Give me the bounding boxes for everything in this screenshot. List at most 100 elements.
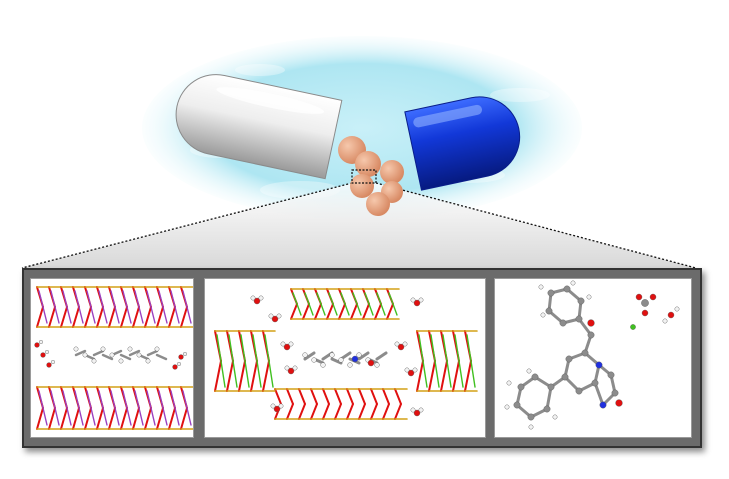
atom — [607, 371, 615, 379]
bond — [101, 353, 114, 361]
bond — [298, 403, 306, 420]
bond — [38, 290, 48, 324]
atom — [641, 309, 649, 317]
bond — [370, 388, 378, 405]
bond — [593, 381, 605, 407]
bond — [298, 388, 306, 405]
bond — [86, 290, 96, 324]
bond — [146, 290, 156, 324]
bond — [156, 407, 164, 430]
bond — [290, 303, 298, 320]
bond — [110, 390, 120, 426]
bond — [252, 334, 262, 388]
bond — [416, 360, 424, 392]
atom — [561, 373, 569, 381]
atom — [575, 315, 583, 323]
atom — [547, 383, 555, 391]
bond — [36, 306, 44, 328]
bond — [274, 388, 282, 405]
atom — [591, 379, 599, 387]
bond — [226, 360, 234, 392]
guest-drug-molecule — [302, 351, 388, 368]
bond — [310, 388, 318, 405]
bond — [168, 306, 176, 328]
molecule-bonds — [515, 287, 617, 419]
bond — [158, 390, 168, 426]
bond — [144, 306, 152, 328]
capsule-blue-half — [404, 96, 521, 191]
atom — [587, 319, 595, 327]
bond — [38, 390, 48, 426]
bond — [418, 334, 428, 388]
bond — [108, 306, 116, 328]
bond — [303, 351, 316, 361]
bond — [334, 403, 342, 420]
atom — [615, 399, 623, 407]
bond — [316, 292, 326, 316]
water-molecules — [250, 295, 424, 417]
atom — [270, 403, 276, 409]
atom — [100, 346, 106, 352]
framework-pore-structure — [214, 288, 478, 420]
atom — [418, 297, 424, 303]
bond — [346, 388, 354, 405]
atom — [280, 341, 286, 347]
capsule-white-half — [175, 74, 343, 180]
atom — [292, 365, 298, 371]
atom — [320, 362, 326, 368]
bond — [374, 303, 382, 320]
atom — [559, 319, 567, 327]
bond — [128, 349, 141, 357]
bond — [382, 388, 390, 405]
bond — [146, 349, 159, 357]
bond — [330, 357, 343, 365]
atom — [547, 289, 555, 297]
atom — [410, 407, 416, 413]
atom — [565, 355, 573, 363]
atom — [73, 346, 79, 352]
atom — [178, 354, 184, 360]
atom — [674, 306, 680, 312]
atom — [649, 293, 657, 301]
atom — [397, 343, 405, 351]
atom — [51, 359, 56, 364]
atom — [543, 405, 551, 413]
atom — [418, 407, 424, 413]
bond — [134, 290, 144, 324]
atom — [287, 367, 295, 375]
bond — [122, 390, 132, 426]
atom — [587, 331, 595, 339]
panel-framework-pores — [204, 278, 486, 438]
bond — [340, 292, 350, 316]
bond — [180, 306, 188, 328]
bond — [322, 388, 330, 405]
bond — [386, 303, 394, 320]
atom — [136, 352, 142, 358]
bond — [286, 388, 294, 405]
atom — [586, 294, 592, 300]
bond — [98, 290, 108, 324]
bond — [72, 306, 80, 328]
bond — [350, 303, 358, 320]
atom — [118, 358, 124, 364]
drug-particles — [338, 136, 404, 216]
bond — [264, 334, 274, 388]
bond — [92, 349, 105, 357]
bond — [358, 388, 366, 405]
bond — [96, 407, 104, 430]
atom — [38, 340, 43, 345]
atom — [253, 297, 261, 305]
atom — [526, 368, 532, 374]
atom — [329, 352, 335, 358]
atom — [276, 313, 282, 319]
atom — [271, 315, 279, 323]
bond — [168, 407, 176, 430]
drug-molecule-structure — [504, 280, 680, 430]
atom — [182, 351, 187, 356]
bond — [394, 388, 402, 405]
atom — [347, 362, 353, 368]
bond — [146, 390, 156, 426]
bond — [86, 390, 96, 426]
bond — [36, 407, 44, 430]
atom — [283, 343, 291, 351]
